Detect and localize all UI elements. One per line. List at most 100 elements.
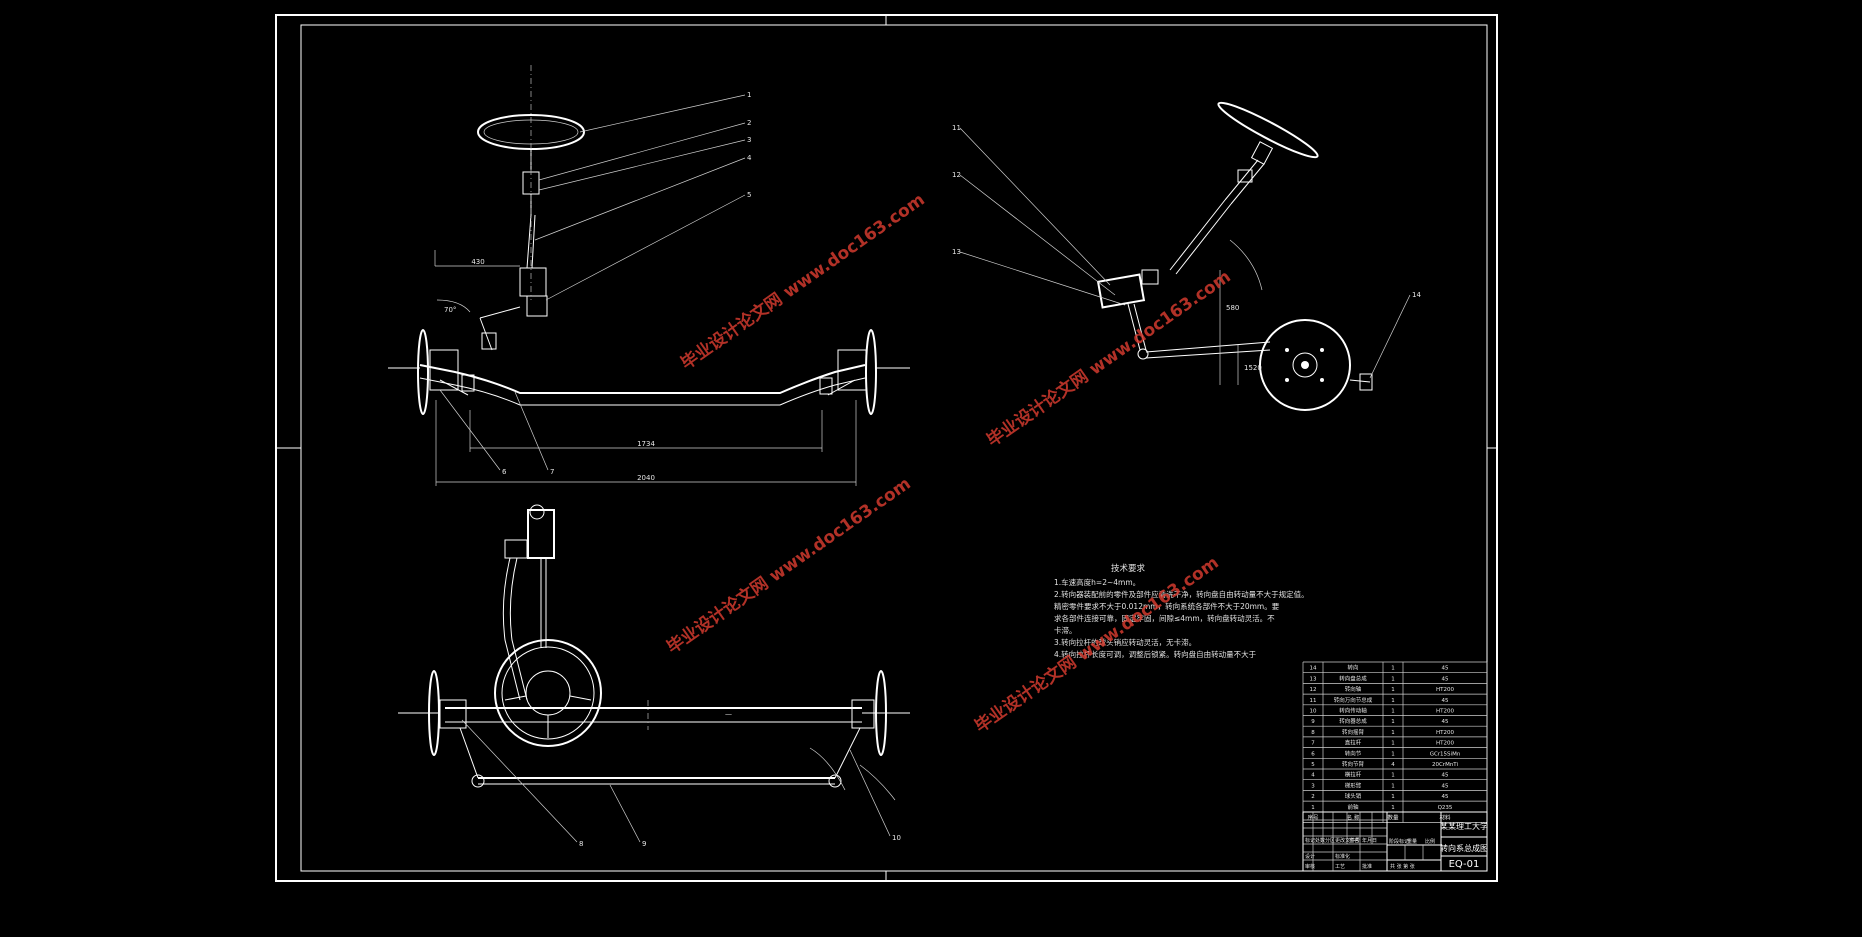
bom-cell: 14 [1310, 666, 1317, 672]
bom-cell: 1 [1391, 709, 1395, 715]
tb-label-weight: 重量 [1407, 838, 1417, 845]
bom-cell: 45 [1442, 676, 1449, 682]
technical-requirements: 技术要求 1.车速高度h=2~4mm。 2.转向器装配前的零件及部件应清洗干净，… [1054, 563, 1309, 659]
bom-cell: 13 [1310, 676, 1317, 682]
bom-cell: HT200 [1436, 741, 1454, 747]
tech-line-3: 精密零件要求不大于0.012mm，转向系统各部件不大于20mm。要 [1054, 601, 1280, 611]
bom-cell: 1 [1391, 730, 1395, 736]
bom-cell: 20CrMnTi [1432, 762, 1459, 768]
road-wheel-side [1259, 319, 1351, 411]
bom-cell: 1 [1391, 783, 1395, 789]
dim-2040: 2040 [637, 474, 655, 482]
balloon: 14 [1412, 291, 1421, 299]
bom-cell: 45 [1442, 773, 1449, 779]
bom-cell: 1 [1391, 805, 1395, 811]
balloon: 8 [579, 840, 583, 848]
tb-label-approve: 批准 [1362, 863, 1372, 870]
bom-cell: 1 [1391, 666, 1395, 672]
drawing-number: EQ-01 [1449, 859, 1480, 870]
bom-cell: 转向轴 [1345, 685, 1362, 693]
tech-line-4: 求各部件连接可靠，固定牢固，间隙≤4mm，转向盘转动灵活。不 [1054, 613, 1275, 623]
bom-cell: 前轴 [1347, 803, 1359, 811]
tb-label-stage: 阶段标记 [1389, 838, 1409, 845]
tech-heading: 技术要求 [1111, 563, 1146, 574]
bom-cell: 6 [1311, 751, 1315, 757]
watermark-1: 毕业设计论文网 www.doc163.com [677, 189, 929, 374]
balloon: 7 [550, 468, 554, 476]
bom-cell: GCr15SiMn [1430, 751, 1461, 757]
bom-cell: 45 [1442, 719, 1449, 725]
bom-cell: 11 [1310, 698, 1317, 704]
tb-label-change: 更改文件号 [1335, 837, 1360, 844]
tb-label-process: 工艺 [1335, 864, 1345, 870]
side-view: 580 1520 11 12 13 14 [952, 101, 1421, 411]
bom-cell: 转向节 [1345, 749, 1362, 757]
bom-cell: 转向器总成 [1339, 717, 1367, 725]
bom-cell: 1 [1311, 805, 1315, 811]
steering-wheel-side [1217, 101, 1319, 159]
dim-angle: 70° [444, 306, 456, 314]
bom-cell: 3 [1311, 783, 1315, 789]
dim-1734: 1734 [637, 440, 655, 448]
bom-header-cell: 材料 [1439, 814, 1451, 822]
tb-label-design: 设计 [1305, 853, 1315, 860]
tb-label-count: 处数 [1315, 837, 1325, 844]
bom-cell: 5 [1311, 762, 1315, 768]
balloon: 1 [747, 91, 751, 99]
bom-cell: 1 [1391, 773, 1395, 779]
tech-line-1: 1.车速高度h=2~4mm。 [1054, 577, 1140, 587]
bom-cell: 1 [1391, 687, 1395, 693]
bom-cell: 梯形臂 [1345, 781, 1362, 789]
bom-cell: Q235 [1438, 805, 1453, 811]
tb-label-sheets: 共 张 第 张 [1390, 863, 1415, 870]
balloon: 3 [747, 136, 751, 144]
bom-cell: 1 [1391, 751, 1395, 757]
steering-gear-box [519, 267, 547, 297]
bom-cell: 转向 [1347, 664, 1358, 672]
balloon: 9 [642, 840, 646, 848]
watermark-2: 毕业设计论文网 www.doc163.com [983, 266, 1235, 451]
bom-cell: 转向万向节总成 [1334, 696, 1373, 704]
front-view-dimensions: 430 70° 1734 2040 [434, 250, 857, 486]
top-view: — 8 9 10 [398, 504, 910, 848]
dim-side-1: 580 [1226, 304, 1239, 312]
bom-cell: 45 [1442, 666, 1449, 672]
bom-cell: 转向摇臂 [1342, 728, 1365, 736]
tb-label-review: 审核 [1305, 863, 1315, 870]
front-view: 430 70° 1734 2040 1 2 3 4 5 [388, 65, 910, 486]
bom-cell: 8 [1311, 730, 1315, 736]
centering-marks [276, 15, 1497, 881]
bom-cell: 1 [1391, 741, 1395, 747]
bom-cell: 横拉杆 [1345, 771, 1362, 779]
balloon: 12 [952, 171, 961, 179]
bom-cell: 1 [1391, 676, 1395, 682]
dim-label: — [725, 710, 732, 718]
balloon: 10 [892, 834, 901, 842]
balloon: 11 [952, 124, 961, 132]
bom-cell: 45 [1442, 783, 1449, 789]
bom-cell: 12 [1310, 687, 1317, 693]
bom-cell: 球头销 [1345, 792, 1362, 800]
bom-cell: 9 [1311, 719, 1315, 725]
university-name: 某某理工大学 [1440, 821, 1488, 831]
bom-cell: 45 [1442, 794, 1449, 800]
bom-cell: 4 [1391, 762, 1395, 768]
dim-side-2: 1520 [1244, 364, 1262, 372]
balloon: 6 [502, 468, 507, 476]
tb-label-scale: 比例 [1425, 838, 1435, 845]
balloon: 2 [747, 119, 751, 127]
tech-line-6: 3.转向拉杆的球头销应转动灵活，无卡滞。 [1054, 637, 1196, 647]
bom-cell: HT200 [1436, 687, 1454, 693]
bom-cell: HT200 [1436, 709, 1454, 715]
bom-cell: 直拉杆 [1345, 739, 1362, 747]
bom-cell: HT200 [1436, 730, 1454, 736]
bom-cell: 转向传动轴 [1339, 707, 1367, 715]
dim-430: 430 [471, 258, 484, 266]
bom-header-cell: 数量 [1387, 814, 1399, 822]
bom-cell: 1 [1391, 719, 1395, 725]
bom-cell: 2 [1311, 794, 1315, 800]
front-axle-beam [419, 364, 866, 394]
balloon: 13 [952, 248, 961, 256]
bom-cell: 7 [1311, 741, 1315, 747]
front-view-leaders: 1 2 3 4 5 6 7 [439, 91, 752, 476]
